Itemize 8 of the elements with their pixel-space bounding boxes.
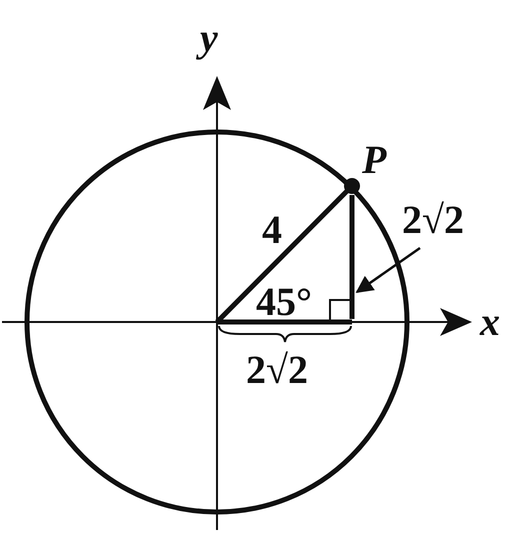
length-label: 2√2 [402, 200, 464, 240]
point-label: P [362, 140, 386, 180]
length-label: 2√2 [246, 350, 308, 390]
leader-arrow [356, 246, 421, 294]
angle-label: 45° [256, 282, 312, 322]
length-label: 4 [262, 210, 282, 250]
axis-label: x [480, 302, 500, 342]
vertical-leg [350, 195, 354, 319]
